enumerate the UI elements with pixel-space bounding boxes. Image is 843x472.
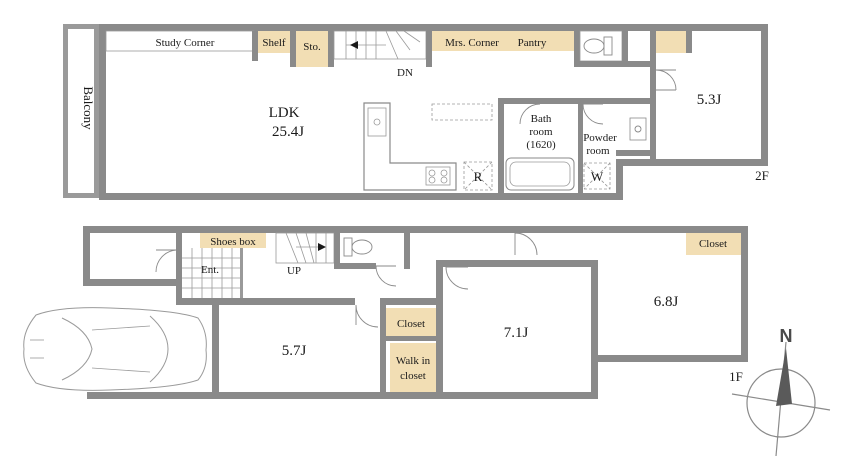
room-a-door: [355, 304, 379, 328]
entrance-label: Ent.: [201, 264, 219, 276]
ldk-size-label: 25.4J: [272, 124, 304, 140]
refrigerator-label: R: [474, 169, 483, 184]
room-c-door: [514, 232, 538, 256]
walk-in-closet-label-line1: Walk in: [396, 355, 431, 367]
room-b-door: [445, 266, 469, 290]
mrs-corner-counter: [432, 31, 574, 51]
bathroom-label-line3: (1620): [526, 139, 556, 151]
bathtub: [505, 157, 575, 191]
closet-b-label: Closet: [699, 238, 727, 250]
study-corner-label: Study Corner: [156, 37, 215, 49]
stairs-up: [275, 232, 335, 264]
compass-north-label: N: [780, 326, 793, 346]
bathroom-label-line1: Bath: [531, 113, 552, 125]
bedroom-door-2f: [655, 69, 677, 91]
stairs-down-label: DN: [397, 67, 413, 79]
north-compass: N: [731, 326, 831, 457]
first-floor: Shoes box Ent. UP Closet Walk in closet …: [23, 226, 748, 399]
washer-space: [583, 162, 611, 190]
bedroom-closet-2f: [656, 31, 686, 53]
room-a-size-label: 5.7J: [282, 343, 307, 359]
shelf-label: Shelf: [262, 37, 286, 49]
closet-a: [386, 308, 436, 336]
balcony: Balcony: [63, 24, 99, 198]
bathroom-label-line2: room: [529, 126, 553, 138]
balcony-label: Balcony: [81, 86, 96, 130]
closet-a-label: Closet: [397, 318, 425, 330]
range-hood: [431, 103, 493, 121]
storage-closet: [296, 31, 328, 67]
walk-in-closet: [390, 343, 436, 392]
room-c-size-label: 6.8J: [654, 294, 679, 310]
shoes-box-label: Shoes box: [210, 236, 256, 248]
walk-in-closet-label-line2: closet: [400, 370, 426, 382]
toilet-fixture-1f: [340, 233, 404, 263]
storage-label: Sto.: [303, 41, 321, 53]
first-floor-label: 1F: [729, 369, 743, 384]
shelf-storage: [258, 31, 290, 53]
closet-b: [686, 233, 741, 255]
toilet-fixture-2f: [583, 36, 613, 56]
powder-room-label-line2: room: [586, 145, 610, 157]
pantry-label: Pantry: [518, 37, 547, 49]
bedroom-size-2f-label: 5.3J: [697, 92, 722, 108]
refrigerator-space: [463, 161, 493, 191]
stairs-up-label: UP: [287, 265, 301, 277]
ldk-name-label: LDK: [269, 105, 300, 121]
entrance-door: [155, 249, 177, 273]
shoes-box: [200, 233, 266, 248]
room-b-size-label: 7.1J: [504, 325, 529, 341]
car-silhouette: [23, 307, 207, 391]
powder-room-label-line1: Powder: [583, 132, 617, 144]
second-floor-label: 2F: [755, 168, 769, 183]
washer-label: W: [591, 169, 604, 184]
second-floor: Balcony: [63, 24, 769, 200]
kitchen-counter: [363, 102, 457, 191]
mrs-corner-label: Mrs. Corner: [445, 37, 499, 49]
stairs-down: [333, 30, 427, 60]
entrance-tiles: [182, 248, 240, 298]
first-floor-outer-wall: [83, 226, 748, 399]
